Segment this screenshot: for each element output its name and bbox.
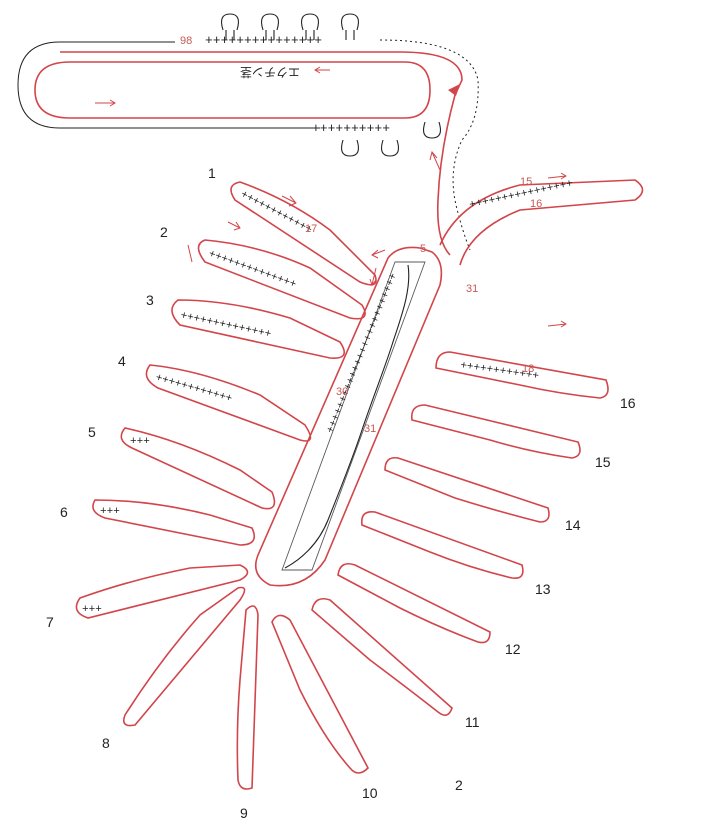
petal-4: [145, 364, 312, 442]
corner-number: 2: [455, 777, 463, 793]
stitches-petal-5: +++: [130, 436, 150, 448]
arrow-3: [187, 244, 193, 263]
petal-number-14: 14: [565, 517, 581, 533]
loop-3: [301, 13, 319, 40]
petal-number-16: 16: [620, 395, 636, 411]
stem-outline-red: [60, 51, 463, 256]
stitches-petal-1: ++++++++++++: [238, 189, 314, 237]
reversed-label: エクチン茎: [240, 65, 300, 79]
arrow-5: [547, 172, 567, 180]
round-label-h: 18: [522, 363, 534, 375]
midrib: [254, 246, 443, 587]
stitches-petal-6: +++: [100, 506, 120, 518]
stitch-row-bottom: ++++++++++: [312, 121, 390, 136]
petal-7: [75, 564, 249, 619]
arrow-7: [371, 249, 386, 259]
petal-15: [410, 404, 581, 459]
round-label-a: 15: [520, 176, 532, 188]
petal-12: [337, 562, 491, 644]
petal-number-5: 5: [88, 424, 96, 440]
midrib-inner: [281, 261, 426, 571]
loop-2: [261, 13, 279, 40]
arrow-stem-bottom: [95, 99, 116, 107]
arrow-2: [227, 221, 241, 231]
round-label-c: 31: [466, 283, 478, 295]
stitches-midrib: ++++++++++++++++++++++++++: [322, 271, 397, 435]
round-label-g: 17: [305, 223, 317, 235]
stem-outer-black: [17, 41, 320, 129]
arrow-8: [369, 267, 377, 287]
petal-number-1: 1: [208, 165, 216, 181]
petal-13: [360, 510, 524, 580]
loop-6: [381, 139, 399, 157]
stitches-petal-7: +++: [82, 604, 102, 616]
stitch-marks: ++++++++++++ ++++++++++++++ ++++++++++++…: [82, 178, 574, 616]
petal-top-right: [439, 179, 644, 266]
stitches-petal-3: ++++++++++++++: [179, 310, 272, 341]
petal-number-6: 6: [60, 504, 68, 520]
petal-9: [236, 605, 259, 790]
petal-number-8: 8: [102, 735, 110, 751]
arrow-stem-top: [314, 66, 330, 74]
round-label-d: 30: [336, 386, 348, 398]
petal-14: [384, 456, 550, 523]
petals-left: [75, 181, 377, 727]
petal-number-3: 3: [146, 292, 154, 308]
petal-6: [92, 499, 256, 546]
petal-number-10: 10: [362, 785, 378, 801]
petal-number-13: 13: [535, 581, 551, 597]
midrib-outline: [254, 246, 443, 587]
loop-7: [423, 121, 441, 139]
petal-number-2: 2: [160, 224, 168, 240]
midrib-chain: [284, 264, 410, 569]
petal-2: [197, 239, 366, 320]
petal-number-7: 7: [46, 614, 54, 630]
petal-number-4: 4: [118, 353, 126, 369]
petal-number-9: 9: [240, 805, 248, 821]
petals-bottom: [236, 562, 491, 790]
petal-11: [311, 597, 453, 716]
stitch-row-top: +++++++++++++++: [205, 33, 322, 48]
petal-number-12: 12: [505, 641, 521, 657]
loop-4: [341, 13, 359, 40]
loop-5: [341, 139, 359, 157]
arrow-6: [547, 320, 567, 328]
stitches-petal-2: ++++++++++++++: [207, 248, 298, 291]
stem-loop: +++++++++++++++ ++++++++++ 98 エクチン茎: [17, 13, 479, 256]
petal-10: [271, 614, 369, 774]
petal-5: [120, 427, 276, 510]
arrow-1: [281, 195, 297, 207]
petals-right: [360, 179, 644, 580]
petal-numbers: 1 2 3 4 5 6 7 8 9 10 11 12 13 14 15 16 2: [46, 165, 636, 821]
round-label-start: 98: [180, 35, 192, 47]
stem-dotted: [379, 39, 479, 251]
petal-number-11: 11: [465, 714, 480, 730]
petal-1: [230, 181, 377, 286]
stem-top-stitches: +++++++++++++++ ++++++++++: [205, 33, 390, 136]
round-label-e: 31: [364, 423, 376, 435]
stem-inner-red: [34, 61, 431, 119]
arrow-4: [429, 150, 441, 171]
direction-arrows: [187, 150, 567, 328]
round-labels: 15 16 31 30 31 5 17 18: [305, 176, 542, 435]
petal-16: [435, 351, 609, 399]
petal-3: [171, 299, 346, 359]
round-label-f: 5: [420, 243, 426, 255]
petal-8: [122, 586, 246, 727]
loop-1: [221, 13, 239, 40]
round-label-b: 16: [530, 198, 542, 210]
arrow-head-red: [448, 84, 460, 96]
petal-number-15: 15: [595, 454, 611, 470]
